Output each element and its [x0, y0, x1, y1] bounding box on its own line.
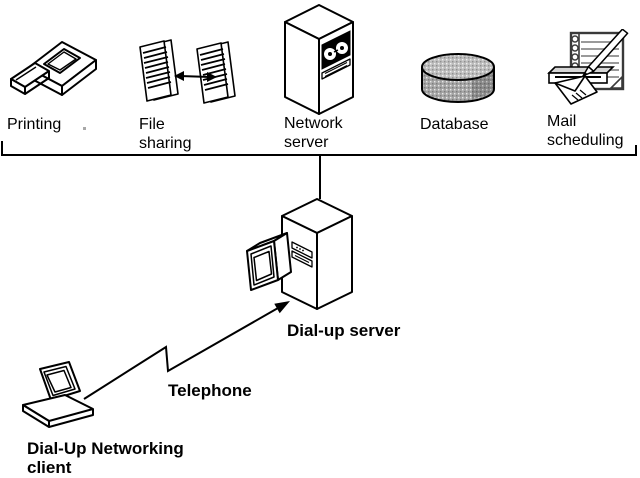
label-line: scheduling [547, 132, 624, 149]
mail-scheduling-icon [547, 29, 629, 105]
label-file-sharing: File sharing [139, 115, 191, 153]
dialup-server-icon [246, 198, 353, 310]
network-server-icon [284, 4, 354, 115]
artifact-dot [83, 127, 86, 130]
file-sharing-icon [139, 39, 236, 104]
services-bracket-line [1, 141, 637, 156]
label-dialup-client: Dial-Up Networking client [27, 439, 184, 477]
label-database: Database [420, 115, 489, 134]
label-dialup-server: Dial-up server [287, 321, 401, 340]
printer-icon [10, 41, 97, 96]
laptop-icon [22, 361, 94, 428]
label-network-server: Network server [284, 114, 343, 152]
telephone-line [83, 303, 286, 400]
label-line: client [27, 458, 72, 477]
label-line: Printing [7, 116, 62, 133]
label-printing: Printing [7, 115, 61, 134]
label-line: Network [284, 115, 343, 132]
label-line: server [284, 134, 329, 151]
telephone-arrowhead-icon [274, 301, 290, 314]
database-icon [421, 53, 495, 103]
label-line: Mail [547, 113, 577, 130]
label-telephone: Telephone [168, 381, 252, 400]
label-line: Database [420, 116, 489, 133]
label-line: Dial-Up Networking [27, 439, 184, 458]
label-line: File [139, 116, 165, 133]
label-line: sharing [139, 135, 192, 152]
label-mail-scheduling: Mail scheduling [547, 112, 624, 150]
